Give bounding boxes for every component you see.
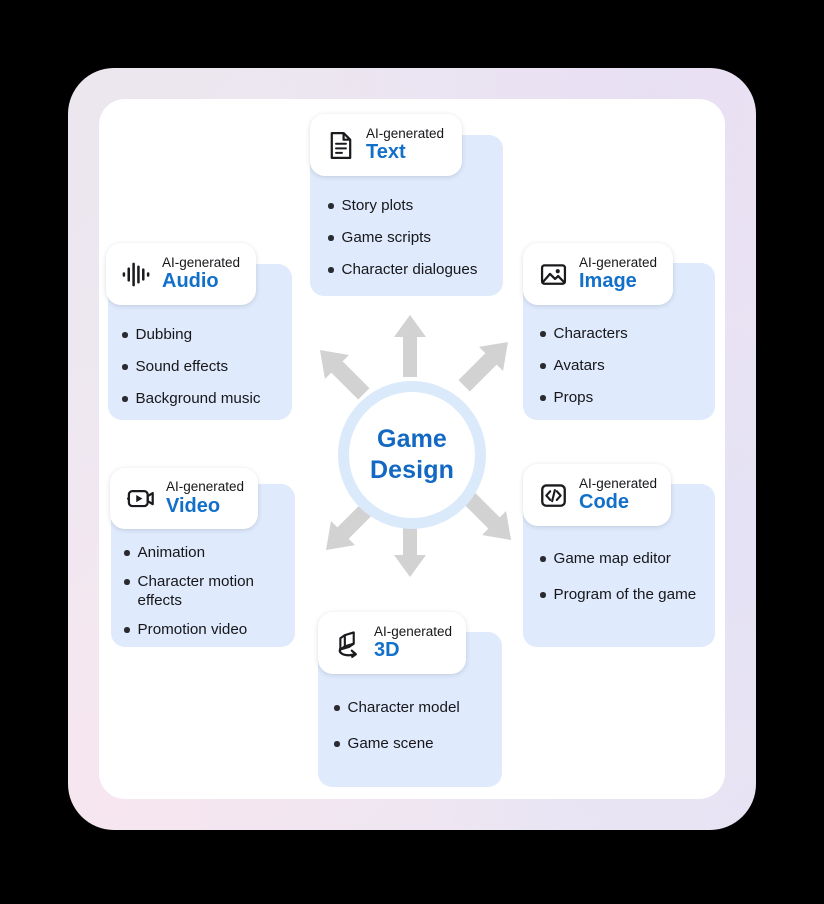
- group-video-bullets: Animation Character motion effects Promo…: [124, 543, 296, 650]
- center-node-game-design: Game Design: [338, 381, 486, 529]
- bullet-dot-icon: [328, 267, 334, 273]
- list-item: Game map editor: [540, 549, 722, 568]
- arrow-down-right-icon: [461, 490, 512, 540]
- bullet-dot-icon: [124, 627, 130, 633]
- list-item-label: Promotion video: [137, 621, 248, 639]
- chip-video-title: Video: [166, 494, 221, 517]
- bullet-dot-icon: [334, 741, 340, 747]
- list-item: Dubbing: [122, 325, 298, 344]
- bullet-dot-icon: [540, 331, 546, 337]
- list-item-label: Story plots: [341, 197, 414, 214]
- rotating-cube-icon: [331, 626, 365, 660]
- list-item-label: Characters: [553, 325, 628, 342]
- code-brackets-icon: [536, 478, 570, 512]
- bullet-dot-icon: [122, 332, 128, 338]
- center-title-line2: Design: [370, 456, 454, 484]
- list-item: Background music: [122, 389, 298, 408]
- list-item-label: Character motion effects: [137, 573, 255, 610]
- arrow-up-left-icon: [319, 350, 370, 400]
- list-item-label: Program of the game: [553, 586, 697, 604]
- list-item-label: Character model: [347, 699, 460, 716]
- bullet-dot-icon: [122, 364, 128, 370]
- chip-text-title: Text: [366, 141, 406, 164]
- list-item: Avatars: [540, 356, 720, 375]
- bullet-dot-icon: [122, 396, 128, 402]
- chip-video[interactable]: AI-generated Video: [110, 468, 258, 529]
- picture-icon: [536, 257, 570, 291]
- bullet-dot-icon: [540, 556, 546, 562]
- bullet-dot-icon: [124, 550, 130, 556]
- chip-code-kicker: AI-generated: [579, 475, 658, 491]
- list-item: Story plots: [328, 196, 508, 215]
- document-icon: [323, 128, 357, 162]
- bullet-dot-icon: [124, 579, 130, 585]
- chip-audio-title: Audio: [162, 270, 219, 293]
- list-item: Game scripts: [328, 228, 508, 247]
- chip-3d[interactable]: AI-generated 3D: [318, 612, 466, 674]
- list-item: Character motion effects: [124, 572, 296, 610]
- group-3d-bullets: Character model Game scene: [334, 698, 512, 770]
- group-audio-bullets: Dubbing Sound effects Background music: [122, 325, 298, 408]
- chip-code-title: Code: [579, 491, 629, 514]
- chip-audio[interactable]: AI-generated Audio: [106, 243, 256, 305]
- bullet-dot-icon: [540, 592, 546, 598]
- arrow-cluster: [319, 315, 512, 577]
- list-item: Character model: [334, 698, 512, 717]
- arrow-up-icon: [394, 315, 426, 377]
- list-item-label: Props: [553, 389, 594, 407]
- chip-text-kicker: AI-generated: [366, 125, 445, 141]
- list-item-label: Animation: [137, 544, 206, 561]
- list-item: Characters: [540, 324, 720, 343]
- list-item-label: Sound effects: [135, 358, 229, 376]
- group-image-bullets: Characters Avatars Props: [540, 324, 720, 407]
- bullet-dot-icon: [328, 235, 334, 241]
- list-item-label: Dubbing: [135, 326, 193, 343]
- arrow-down-icon: [394, 517, 426, 577]
- list-item-label: Game scripts: [341, 229, 431, 247]
- list-item: Promotion video: [124, 620, 296, 639]
- chip-image[interactable]: AI-generated Image: [523, 243, 673, 305]
- chip-3d-kicker: AI-generated: [374, 623, 453, 639]
- list-item: Game scene: [334, 734, 512, 753]
- list-item: Character dialogues: [328, 260, 508, 279]
- arrow-up-right-icon: [458, 341, 508, 392]
- bullet-dot-icon: [334, 705, 340, 711]
- bullet-dot-icon: [540, 395, 546, 401]
- chip-code[interactable]: AI-generated Code: [523, 464, 671, 526]
- list-item: Sound effects: [122, 357, 298, 376]
- list-item-label: Game map editor: [553, 550, 671, 567]
- group-code-bullets: Game map editor Program of the game: [540, 549, 722, 621]
- list-item-label: Avatars: [553, 357, 605, 375]
- list-item: Program of the game: [540, 585, 722, 604]
- waveform-icon: [119, 257, 153, 291]
- list-item-label: Character dialogues: [341, 261, 478, 279]
- bullet-dot-icon: [540, 363, 546, 369]
- group-text-bullets: Story plots Game scripts Character dialo…: [328, 196, 508, 279]
- chip-text[interactable]: AI-generated Text: [310, 114, 462, 176]
- chip-audio-kicker: AI-generated: [162, 254, 241, 270]
- list-item: Props: [540, 388, 720, 407]
- chip-3d-title: 3D: [374, 639, 400, 662]
- chip-image-title: Image: [579, 270, 637, 293]
- video-camera-icon: [123, 482, 157, 516]
- bullet-dot-icon: [328, 203, 334, 209]
- chip-video-kicker: AI-generated: [166, 479, 245, 495]
- list-item-label: Background music: [135, 390, 261, 408]
- chip-image-kicker: AI-generated: [579, 254, 658, 270]
- arrow-down-left-icon: [326, 500, 376, 551]
- center-title-line1: Game: [377, 424, 447, 453]
- list-item-label: Game scene: [347, 735, 434, 753]
- list-item: Animation: [124, 543, 296, 562]
